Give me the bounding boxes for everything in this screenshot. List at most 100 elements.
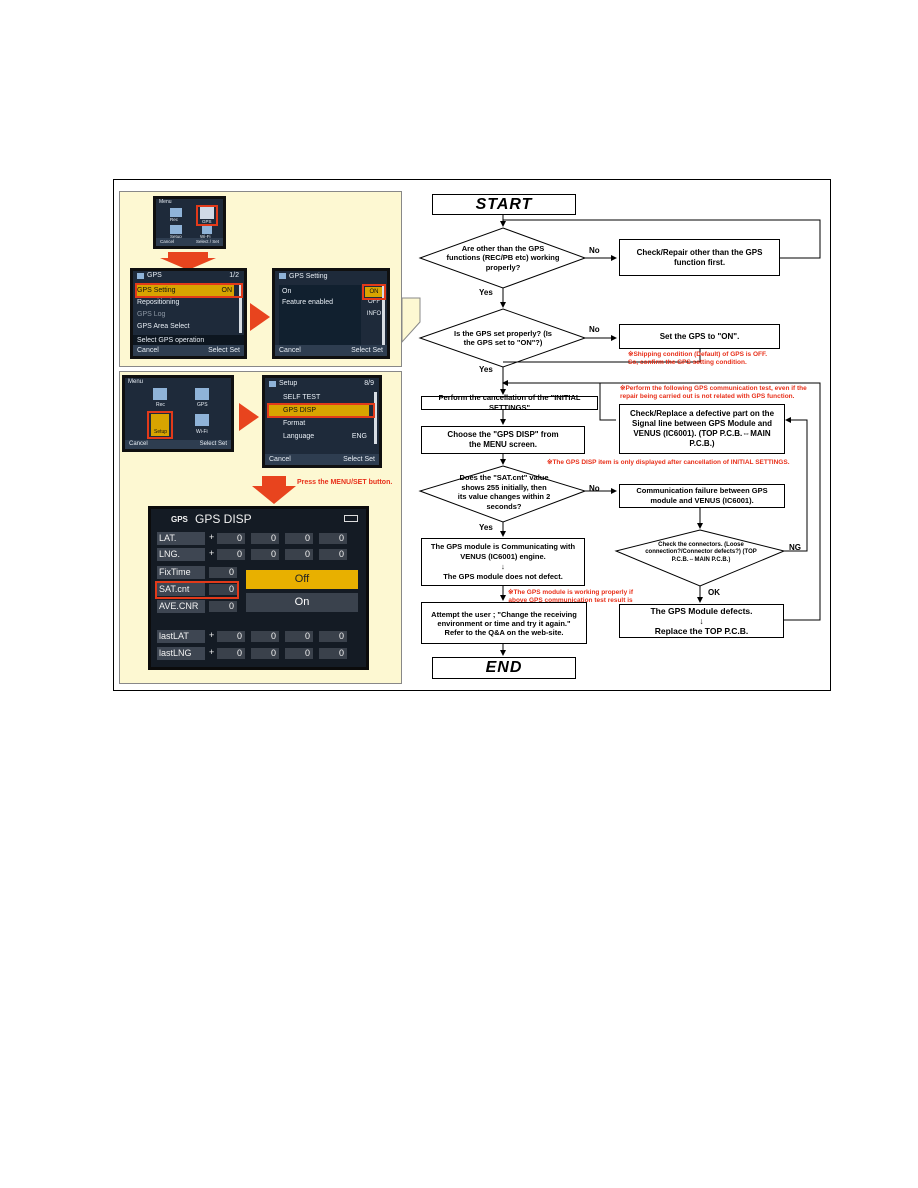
on-highlight	[362, 284, 386, 300]
module-ok-arrow: ↓	[501, 562, 505, 571]
wifi-label: Wi-Fi	[200, 234, 211, 239]
gps-menu-row-log[interactable]: GPS Log	[137, 311, 166, 318]
defect-arrow: ↓	[699, 616, 704, 626]
setup-row-self-test[interactable]: SELF TEST	[283, 394, 321, 401]
gps-disp-row-avecnr: AVE.CNR 0	[157, 600, 257, 613]
avecnr-value: 0	[209, 601, 237, 612]
gps-disp-row-lng: LNG. + 0 0 0 0	[157, 548, 357, 561]
lastlat-label: lastLAT	[157, 630, 205, 643]
setup-highlight	[147, 411, 173, 439]
gps-label: GPS	[197, 402, 208, 408]
lastlat-value-1: 0	[217, 631, 245, 642]
lat-sign: +	[209, 532, 215, 542]
lastlng-label: lastLNG	[157, 647, 205, 660]
q3-yes-label: Yes	[479, 523, 493, 532]
gps-setting-screen: GPS Setting On Feature enabled ON OFF IN…	[272, 268, 390, 359]
language-value: ENG	[351, 433, 367, 440]
a2-box: Set the GPS to "ON".	[619, 324, 780, 349]
gps-label: GPS	[202, 219, 212, 224]
language-label: Language	[283, 433, 315, 440]
gps-setting-feature-row: Feature enabled	[282, 299, 333, 306]
lng-value-4: 0	[319, 549, 347, 560]
gps-setting-on-row: On	[282, 288, 292, 295]
q1-yes-label: Yes	[479, 288, 493, 297]
gps-setting-value: ON	[221, 287, 233, 294]
wifi-icon	[202, 225, 212, 234]
set-label: Set	[217, 441, 227, 447]
defect-text: The GPS Module defects.	[650, 606, 753, 616]
gps-menu-page: 1/2	[229, 272, 239, 279]
gps-menu-scrollbar	[239, 285, 242, 333]
wifi-label: Wi-Fi	[196, 429, 208, 435]
q4-text: Check the connectors. (Loose connection?…	[645, 541, 757, 563]
avecnr-label: AVE.CNR	[157, 600, 205, 613]
option-off[interactable]: OFF	[368, 299, 380, 305]
gps-menu-row-setting[interactable]: GPS Setting ON	[137, 285, 234, 296]
replace-top-pcb-text: Replace the TOP P.C.B.	[654, 626, 749, 636]
wifi-icon	[195, 414, 209, 426]
q4-ng-label: NG	[789, 543, 801, 552]
gps-disp-only-note: ※The GPS DISP item is only displayed aft…	[547, 459, 790, 466]
option-info[interactable]: INFO	[366, 311, 382, 317]
q2-no-label: No	[589, 325, 600, 334]
lat-value-1: 0	[217, 533, 245, 544]
gps-menu-title: GPS	[147, 272, 162, 279]
gps-icon	[200, 207, 214, 219]
gps-disp-title: GPS DISP	[195, 512, 252, 526]
menu-title: Menu	[159, 199, 172, 205]
setup-row-language[interactable]: Language ENG	[269, 431, 369, 442]
setup-row-format[interactable]: Format	[283, 420, 306, 427]
gps-logo-icon: GPS	[171, 515, 188, 524]
q1-text: Are other than the GPS functions (REC/PB…	[446, 243, 560, 272]
gps-setting-title: GPS Setting	[289, 273, 328, 280]
set-label: Set	[372, 347, 383, 354]
gps-setting-label: GPS Setting	[137, 287, 176, 294]
setup-title: Setup	[279, 380, 298, 387]
lng-label: LNG.	[157, 548, 205, 561]
q2-yes-label: Yes	[479, 365, 493, 374]
setup-row-gps-disp[interactable]: GPS DISP	[269, 405, 369, 416]
gps-menu-row-area[interactable]: GPS Area Select	[137, 323, 190, 330]
select-label: Select	[343, 456, 363, 463]
q2-text: Is the GPS set properly? (Is the GPS set…	[454, 328, 552, 348]
select-label: Select / Set	[195, 239, 219, 244]
lastlat-value-3: 0	[285, 631, 313, 642]
gps-disp-screen: GPS GPS DISP LAT. + 0 0 0 0 LNG. + 0 0 0…	[148, 506, 369, 670]
set-label: Set	[364, 456, 375, 463]
lng-value-1: 0	[217, 549, 245, 560]
gps-menu-status: Select GPS operation	[133, 335, 244, 346]
lastlat-value-2: 0	[251, 631, 279, 642]
cancel-label: Cancel	[160, 239, 175, 244]
a1-box: Check/Repair other than the GPS function…	[619, 239, 780, 276]
satcnt-highlight	[155, 581, 239, 599]
gps-menu-icon	[137, 273, 144, 279]
module-ok-text-2: The GPS module does not defect.	[443, 572, 563, 581]
option-on[interactable]: On	[246, 593, 358, 612]
lastlng-value-1: 0	[217, 648, 245, 659]
lat-label: LAT.	[157, 532, 205, 545]
option-on[interactable]: ON	[365, 287, 383, 297]
cancel-label: Cancel	[129, 441, 148, 447]
satcnt-label: SAT.cnt	[157, 583, 205, 596]
gps-disp-row-lastlat: lastLAT + 0 0 0 0	[157, 630, 357, 643]
battery-icon	[344, 515, 358, 522]
q4-ok-label: OK	[708, 588, 720, 597]
setup-icon	[151, 414, 169, 436]
setup-screen: Setup 8/9 SELF TEST GPS DISP Format Lang…	[262, 375, 382, 468]
option-off[interactable]: Off	[246, 570, 358, 589]
setup-label: Setup	[170, 234, 182, 239]
gps-setting-body	[279, 285, 361, 347]
select-label: Select	[351, 347, 371, 354]
gps-setting-icon	[279, 273, 286, 279]
set-label: Set	[229, 347, 240, 354]
select-label: Select	[199, 441, 217, 447]
menu2-title: Menu	[128, 379, 144, 385]
module-ok-box: The GPS module is Communicating with VEN…	[421, 538, 585, 586]
rec-icon	[153, 388, 167, 400]
cancel-label: Cancel	[269, 456, 291, 463]
gps-menu-row-repositioning[interactable]: Repositioning	[137, 299, 180, 306]
